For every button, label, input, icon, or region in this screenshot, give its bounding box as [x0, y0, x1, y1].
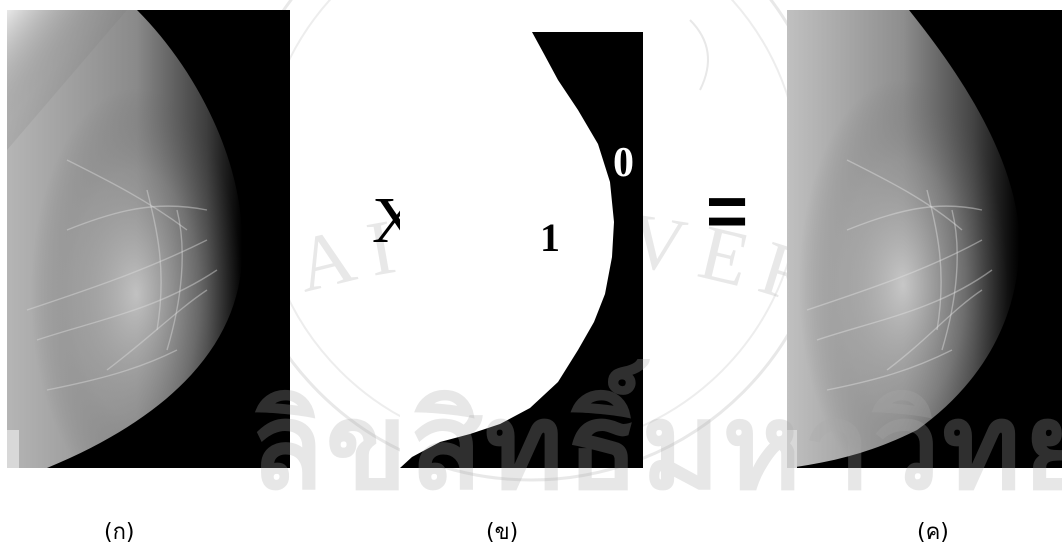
equals-operator: = [706, 176, 748, 248]
caption-mask: (ข) [486, 522, 518, 544]
segmented-mammogram-image [787, 10, 1062, 468]
caption-result: (ค) [917, 522, 949, 544]
binary-mask-image [400, 32, 643, 468]
mask-label-zero: 0 [613, 142, 634, 184]
mask-label-one: 1 [540, 218, 560, 258]
original-mammogram-image [7, 10, 290, 468]
caption-original: (ก) [104, 522, 135, 544]
